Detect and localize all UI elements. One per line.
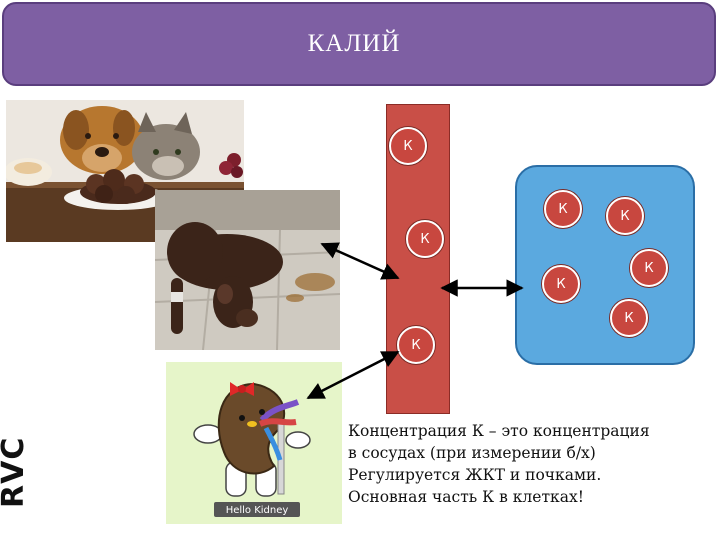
potassium-ion: К: [610, 299, 648, 337]
caption-text: Концентрация К – это концентрация в сосу…: [348, 420, 716, 508]
photo-sick-dog: [155, 190, 340, 350]
arrow-gut-vessel: [320, 242, 400, 280]
rvc-logo: RVC: [0, 436, 31, 508]
potassium-ion: К: [544, 190, 582, 228]
potassium-ion: К: [397, 326, 435, 364]
title-bar: КАЛИЙ: [2, 2, 716, 86]
caption-line: Основная часть К в клетках!: [348, 488, 584, 506]
potassium-ion: К: [606, 197, 644, 235]
potassium-ion: К: [406, 220, 444, 258]
potassium-ion: К: [630, 249, 668, 287]
kidney-caption-text: Hello Kidney: [226, 505, 289, 516]
slide-title: КАЛИЙ: [307, 30, 401, 57]
potassium-ion: К: [542, 265, 580, 303]
caption-line: в сосудах (при измерении б/х): [348, 444, 596, 462]
hello-kidney-image: Hello Kidney: [166, 362, 342, 524]
caption-line: Концентрация К – это концентрация: [348, 422, 650, 440]
caption-line: Регулируется ЖКТ и почками.: [348, 466, 602, 484]
potassium-ion: К: [389, 127, 427, 165]
arrow-kidney-vessel: [306, 350, 400, 400]
